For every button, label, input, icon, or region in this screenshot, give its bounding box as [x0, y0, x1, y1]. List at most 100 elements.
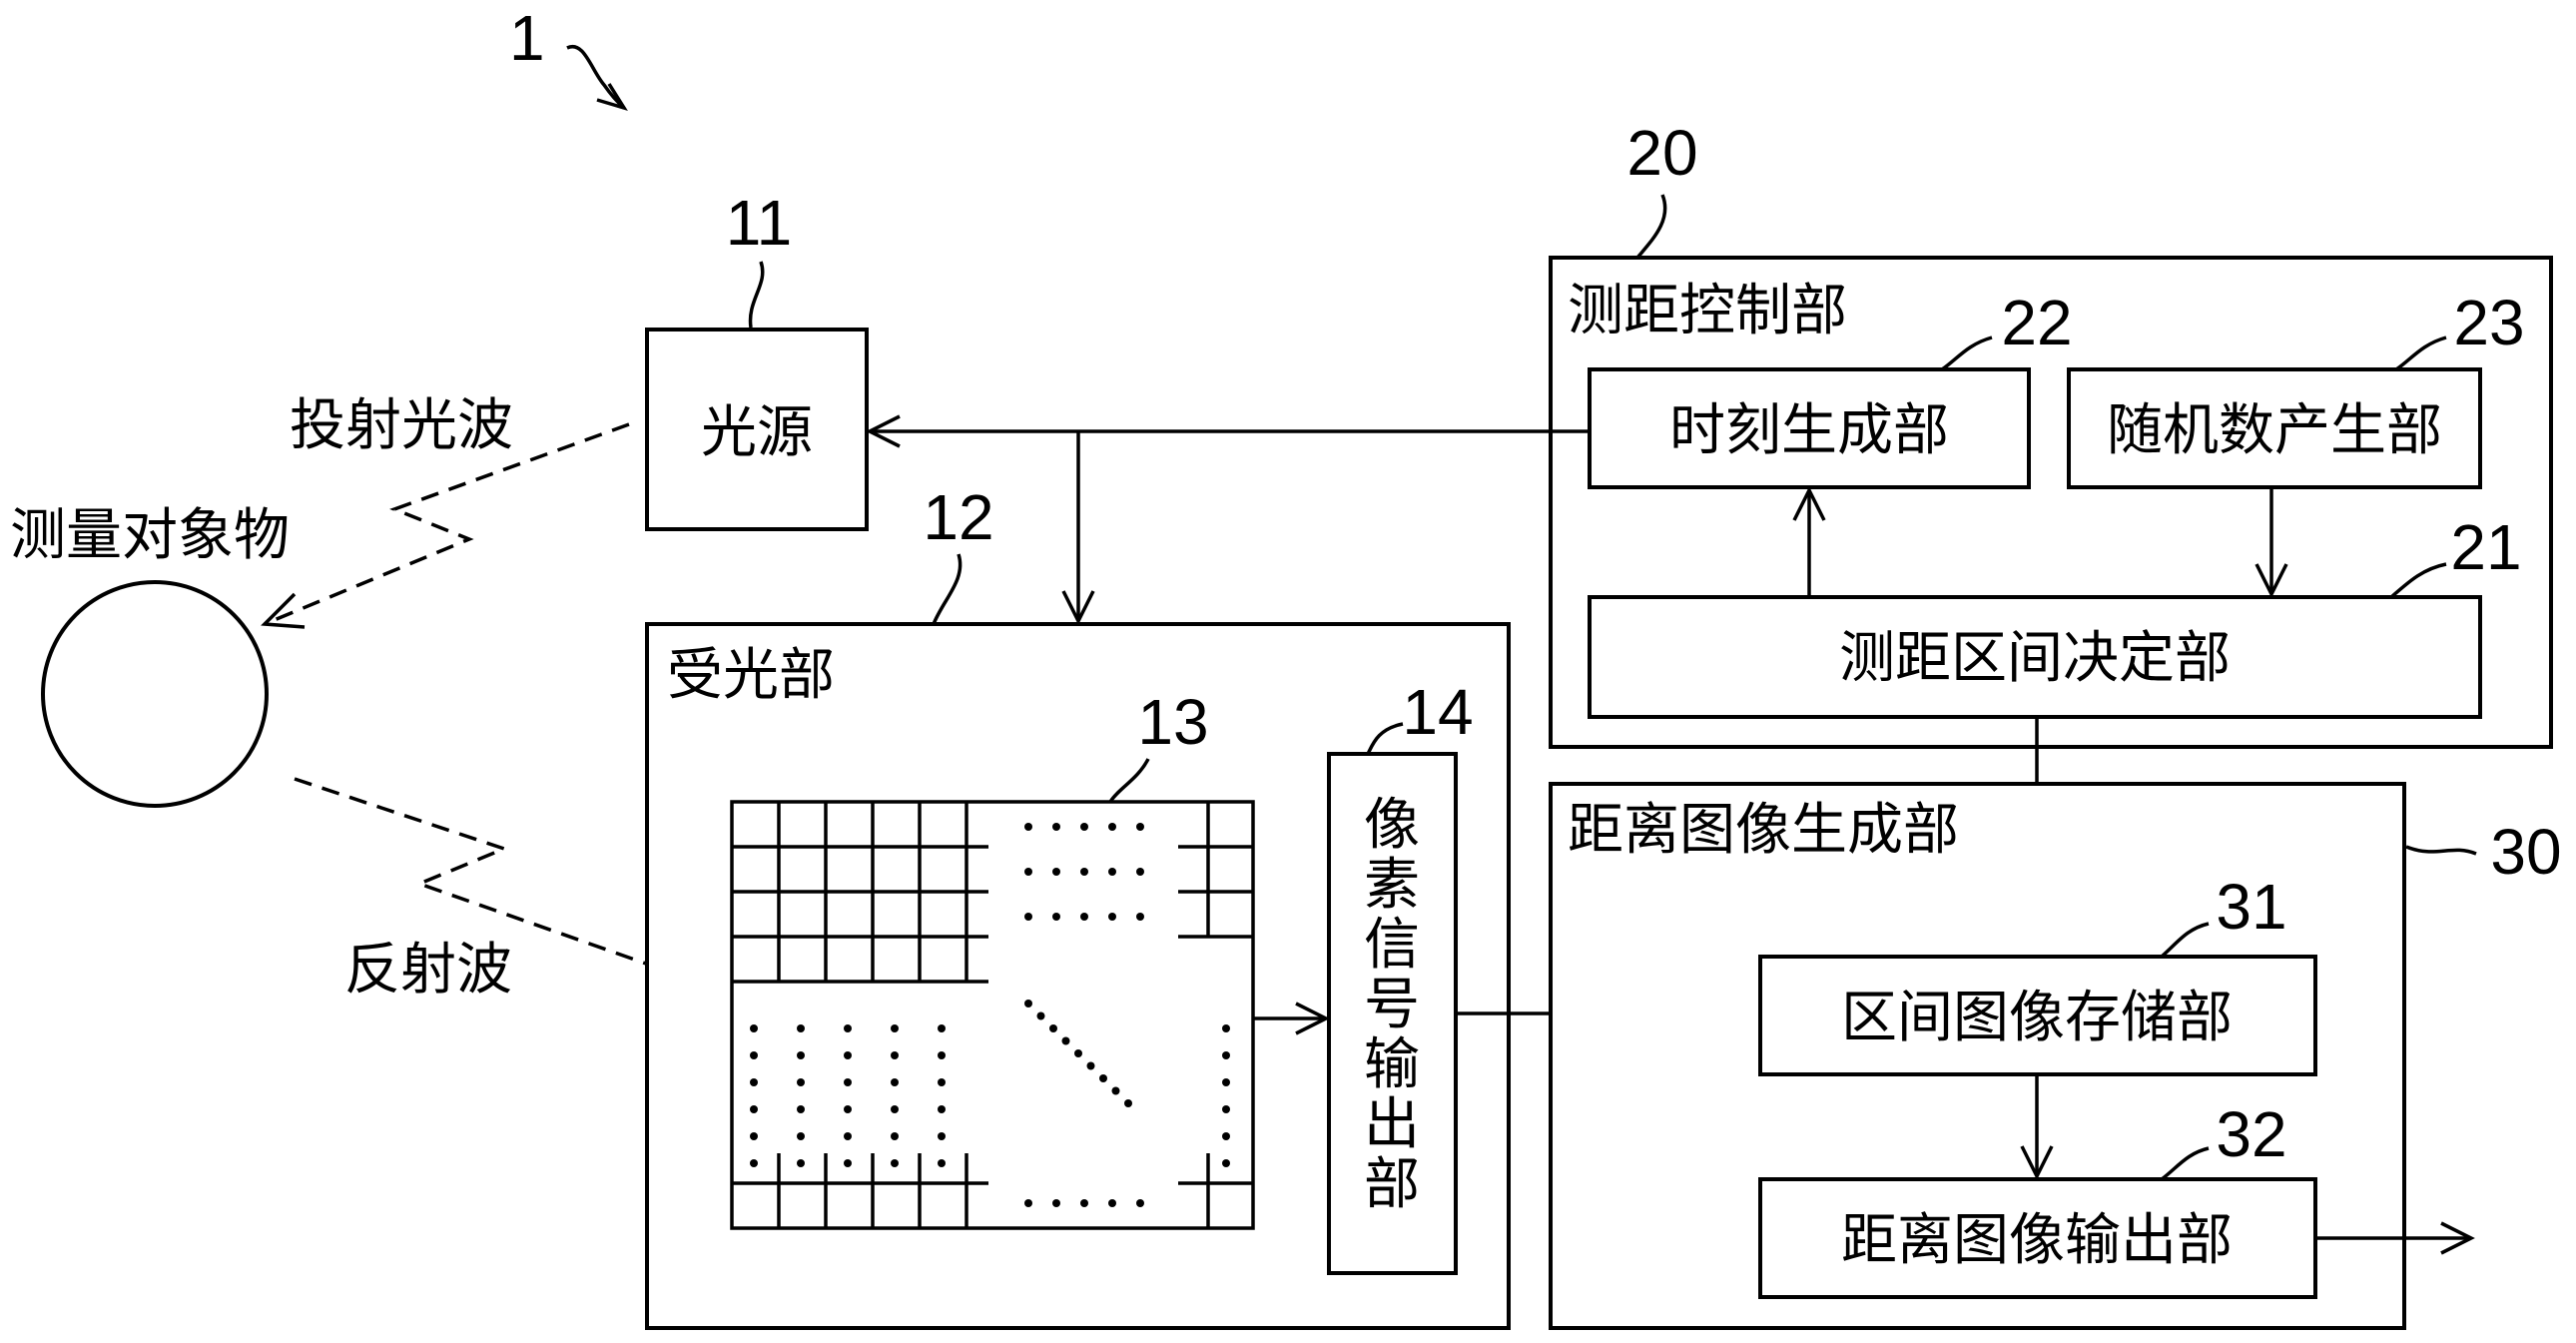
light-source-box [645, 328, 869, 531]
ellipsis-dot [1080, 913, 1088, 921]
ellipsis-dot [891, 1051, 899, 1059]
ellipsis-dot [750, 1132, 758, 1140]
ellipsis-dot [844, 1132, 852, 1140]
ellipsis-dot [844, 1159, 852, 1167]
ranging-control-ref: 20 [1626, 117, 1697, 189]
pixel-grid-tr-h [1178, 845, 1253, 939]
ellipsis-dot [797, 1051, 805, 1059]
light-receiver-ref: 12 [923, 481, 993, 553]
ellipsis-dot [891, 1159, 899, 1167]
ellipsis-dot [750, 1051, 758, 1059]
random-gen-ref-leader [2395, 336, 2447, 371]
interval-decision-ref-leader [2389, 562, 2447, 599]
interval-decision-box [1588, 595, 2482, 719]
pixel-array-ref-leader [1108, 758, 1150, 804]
ellipsis-dot [1136, 868, 1144, 876]
measurement-target-circle [41, 580, 269, 808]
random-to-decision-arrowhead [2254, 563, 2288, 598]
ellipsis-dot [1024, 823, 1032, 831]
ellipsis-dot [1108, 868, 1116, 876]
ellipsis-dot [1024, 913, 1032, 921]
timing-to-source-arrowhead [866, 414, 901, 448]
ellipsis-dot [844, 1105, 852, 1113]
light-receiver-label: 受光部 [667, 643, 835, 708]
ellipsis-dot [750, 1105, 758, 1113]
pixel-grid-br [1178, 1153, 1253, 1228]
pixel-output-char: 号 [1364, 973, 1420, 1037]
random-gen-box [2067, 367, 2482, 489]
ellipsis-dot [1222, 1024, 1230, 1032]
ellipsis-dot [1222, 1159, 1230, 1167]
ellipsis-dot [1099, 1074, 1107, 1082]
ellipsis-dot [844, 1024, 852, 1032]
pixel-output-char: 输 [1364, 1032, 1420, 1097]
distance-image-out-ref-leader [2160, 1146, 2210, 1181]
ellipsis-dot [1136, 913, 1144, 921]
ellipsis-dot [1222, 1078, 1230, 1086]
distance-image-gen-ref: 30 [2490, 816, 2561, 888]
ellipsis-dot [1024, 1199, 1032, 1207]
light-receiver-ref-leader [932, 553, 963, 625]
reflected-wave-label: 反射波 [344, 938, 512, 1003]
ellipsis-dot [1080, 823, 1088, 831]
ellipsis-dot [797, 1159, 805, 1167]
ellipsis-dot [797, 1105, 805, 1113]
ellipsis-dot [1052, 913, 1060, 921]
projected-wave-arrowhead [261, 592, 306, 629]
ranging-control-ref-leader [1635, 194, 1667, 260]
interval-image-store-ref: 31 [2216, 871, 2286, 943]
array-to-output-arrowhead [1295, 1002, 1330, 1035]
interval-image-store-box [1758, 955, 2317, 1076]
ellipsis-dot [1136, 823, 1144, 831]
store-to-output-arrowhead [2020, 1145, 2054, 1180]
interval-decision-ref: 21 [2450, 511, 2521, 583]
ellipsis-dot [1086, 1061, 1095, 1070]
random-gen-label: 随机数产生部 [2107, 398, 2442, 463]
ellipsis-dot [1136, 1199, 1144, 1207]
pixel-grid-bl-v [777, 1153, 968, 1228]
interval-decision-label: 测距区间决定部 [1839, 626, 2231, 691]
ellipsis-dot [1024, 1000, 1032, 1007]
pixel-grid-tl-h [732, 845, 988, 984]
ellipsis-dot [1052, 868, 1060, 876]
timing-gen-label: 时刻生成部 [1669, 398, 1949, 463]
ellipsis-dot [1108, 823, 1116, 831]
distance-image-out-box [1758, 1177, 2317, 1299]
ellipsis-dot [1124, 1099, 1132, 1107]
pixel-output-char: 部 [1364, 1152, 1420, 1217]
projected-wave-line [264, 422, 630, 626]
ellipsis-dot [1080, 1199, 1088, 1207]
ellipsis-dot [1222, 1105, 1230, 1113]
label-device-ref: 1 [509, 2, 545, 74]
ellipsis-dot [1036, 1011, 1045, 1020]
timing-gen-ref-leader [1941, 336, 1993, 371]
ellipsis-dot [1052, 823, 1060, 831]
ellipsis-dot [938, 1105, 946, 1113]
light-source-label: 光源 [701, 400, 813, 465]
timing-to-receiver-arrowhead [1061, 590, 1095, 625]
pixel-output-char: 像 [1364, 793, 1420, 858]
ellipsis-dot [797, 1024, 805, 1032]
pixel-array-ref: 13 [1137, 686, 1208, 758]
light-source-ref: 11 [726, 187, 792, 259]
ellipsis-dot [1080, 868, 1088, 876]
ellipsis-dot [750, 1024, 758, 1032]
interval-image-store-label: 区间图像存储部 [1841, 986, 2233, 1050]
ellipsis-dot [891, 1105, 899, 1113]
ellipsis-dot [750, 1159, 758, 1167]
ellipsis-dot [891, 1132, 899, 1140]
ellipsis-dot [844, 1078, 852, 1086]
timing-gen-ref: 22 [2001, 287, 2072, 358]
ellipsis-dot [1049, 1024, 1057, 1032]
pixel-grid-tl-v [777, 802, 968, 982]
pixel-output-ref: 14 [1402, 676, 1473, 748]
pixel-output-char: 出 [1364, 1092, 1420, 1157]
ellipsis-dot [1052, 1199, 1060, 1207]
ellipsis-dot [1074, 1049, 1082, 1057]
distance-image-out-label: 距离图像输出部 [1841, 1208, 2233, 1273]
device-ref-arrowhead [596, 83, 628, 111]
ellipsis-dot [938, 1051, 946, 1059]
pixel-output-box [1327, 752, 1458, 1275]
